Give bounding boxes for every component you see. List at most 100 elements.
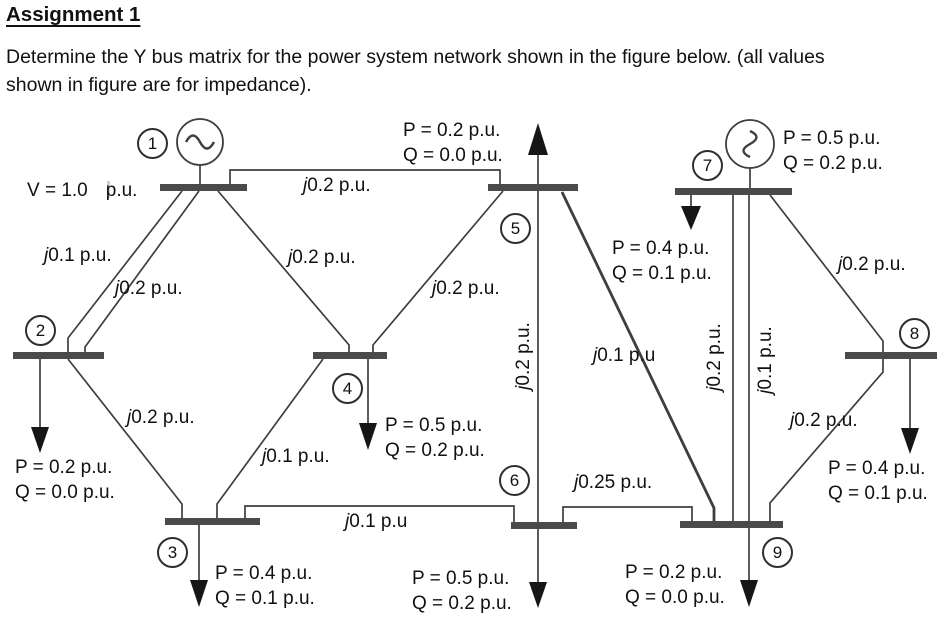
- bus3-badge: 3: [157, 537, 188, 568]
- instruction-text-line1: Determine the Y bus matrix for the power…: [6, 46, 825, 68]
- bus9-number: 9: [772, 542, 783, 562]
- q-value: Q = 0.1 p.u.: [828, 483, 928, 504]
- bus5-bar: [488, 184, 578, 191]
- impedance-label-bus1-bus2-a: j0.1 p.u.: [44, 245, 112, 266]
- impedance-label-bus3-bus6: j0.1 p.u: [345, 511, 408, 532]
- impedance-label-bus2-bus3: j0.2 p.u.: [127, 407, 195, 428]
- q-value: Q = 0.2 p.u.: [783, 153, 883, 174]
- bus1-number: 1: [147, 133, 158, 153]
- bus1-bar: [160, 184, 247, 191]
- sine-wave-icon-bus7: [742, 129, 758, 159]
- bus3-number: 3: [167, 542, 178, 562]
- impedance-label-bus5-bus9: j0.1 p.u: [593, 345, 656, 366]
- bus5-badge: 5: [500, 213, 531, 244]
- impedance-label-bus1-bus2-b: j0.2 p.u.: [115, 278, 183, 299]
- power-label-bus9-load: P = 0.2 p.u. Q = 0.0 p.u.: [625, 560, 725, 610]
- generator-bus7-icon: [725, 119, 775, 169]
- bus2-bar: [13, 352, 104, 359]
- line-bus5-bus9: [560, 191, 716, 521]
- bus4-badge: 4: [332, 373, 363, 404]
- bus6-bar: [511, 522, 577, 529]
- instruction-text-line2: shown in figure are for impedance).: [6, 74, 312, 96]
- impedance-label-bus4-bus3: j0.1 p.u.: [262, 446, 330, 467]
- impedance-label-bus1-bus5: j0.2 p.u.: [303, 175, 371, 196]
- q-value: Q = 0.2 p.u.: [385, 440, 485, 461]
- line-bus2-bus3: [67, 358, 183, 518]
- generator-bus1-icon: [176, 118, 224, 166]
- voltage-label-bus1: V = 1.0 p.u.: [27, 180, 137, 202]
- impedance-label-bus7-bus9-b: j0.1 p.u.: [755, 326, 776, 394]
- power-label-bus6-load: P = 0.5 p.u. Q = 0.2 p.u.: [412, 566, 512, 616]
- p-value: P = 0.4 p.u.: [828, 458, 926, 479]
- load-arrow-bus4: [359, 423, 377, 450]
- impedance-label-bus5-bus6: j0.2 p.u.: [513, 322, 534, 390]
- impedance-label-bus6-bus9: j0.25 p.u.: [574, 472, 653, 493]
- impedance-label-bus5-bus4: j0.2 p.u.: [432, 278, 500, 299]
- bus8-bar: [845, 352, 937, 359]
- bus7-badge: 7: [692, 150, 723, 181]
- p-value: P = 0.5 p.u.: [412, 568, 510, 589]
- bus8-badge: 8: [899, 318, 930, 349]
- bus6-badge: 6: [499, 465, 530, 496]
- bus8-number: 8: [909, 323, 920, 343]
- q-value: Q = 0.0 p.u.: [625, 587, 725, 608]
- impedance-label-bus1-bus4: j0.2 p.u.: [288, 247, 356, 268]
- line-bus1-bus2-b: [84, 190, 200, 352]
- assignment-title: Assignment 1: [6, 3, 141, 26]
- q-value: Q = 0.2 p.u.: [412, 593, 512, 614]
- injection-arrow-bus5: [528, 123, 548, 155]
- load-arrow-bus7: [681, 206, 701, 230]
- impedance-label-bus8-bus9: j0.2 p.u.: [790, 410, 858, 431]
- line-bus1-bus2-a: [67, 190, 183, 352]
- power-label-bus7-generator: P = 0.5 p.u. Q = 0.2 p.u.: [783, 126, 883, 176]
- line-bus4-bus3: [216, 358, 324, 518]
- line-bus1-bus4: [217, 190, 350, 352]
- voltage-unit: p.u.: [105, 180, 138, 201]
- q-value: Q = 0.0 p.u.: [403, 145, 503, 166]
- p-value: P = 0.2 p.u.: [625, 562, 723, 583]
- bus4-number: 4: [342, 378, 353, 398]
- p-value: P = 0.2 p.u.: [15, 457, 113, 478]
- p-value: P = 0.4 p.u.: [612, 238, 710, 259]
- load-arrow-bus6: [529, 582, 547, 608]
- power-label-bus4-load: P = 0.5 p.u. Q = 0.2 p.u.: [385, 413, 485, 463]
- bus9-badge: 9: [762, 537, 793, 568]
- bus7-bar: [675, 188, 792, 195]
- line-bus5-bus4: [372, 190, 504, 352]
- load-arrow-bus3: [190, 580, 208, 607]
- line-bus1-bus5: [229, 169, 501, 184]
- bus6-number: 6: [509, 470, 520, 490]
- line-bus7-bus8: [769, 194, 884, 352]
- bus4-bar: [313, 352, 387, 359]
- p-value: P = 0.5 p.u.: [385, 415, 483, 436]
- bus2-badge: 2: [25, 315, 56, 346]
- bus1-badge: 1: [137, 128, 168, 159]
- bus5-number: 5: [510, 218, 521, 238]
- line-bus6-bus9: [562, 506, 693, 522]
- q-value: Q = 0.1 p.u.: [215, 588, 315, 609]
- q-value: Q = 0.1 p.u.: [612, 263, 712, 284]
- p-value: P = 0.4 p.u.: [215, 563, 313, 584]
- bus3-bar: [165, 518, 260, 525]
- power-label-bus2-load: P = 0.2 p.u. Q = 0.0 p.u.: [15, 455, 115, 505]
- impedance-label-bus7-bus9-a: j0.2 p.u.: [704, 323, 725, 391]
- voltage-value: V = 1.0: [27, 180, 88, 201]
- power-label-bus5-injection: P = 0.2 p.u. Q = 0.0 p.u.: [403, 118, 503, 168]
- bus9-bar: [680, 521, 783, 528]
- load-arrow-bus9: [740, 580, 758, 607]
- load-arrow-bus2: [31, 427, 49, 453]
- q-value: Q = 0.0 p.u.: [15, 482, 115, 503]
- impedance-label-bus7-bus8: j0.2 p.u.: [838, 254, 906, 275]
- sine-wave-icon-bus1: [184, 134, 216, 150]
- bus2-number: 2: [35, 320, 46, 340]
- bus7-number: 7: [702, 155, 713, 175]
- line-bus8-bus9: [769, 359, 884, 521]
- load-arrow-bus8: [901, 428, 919, 454]
- line-bus3-bus6: [244, 505, 515, 522]
- p-value: P = 0.5 p.u.: [783, 128, 881, 149]
- power-label-bus8-load: P = 0.4 p.u. Q = 0.1 p.u.: [828, 456, 928, 506]
- power-label-bus7-load: P = 0.4 p.u. Q = 0.1 p.u.: [612, 236, 712, 286]
- p-value: P = 0.2 p.u.: [403, 120, 501, 141]
